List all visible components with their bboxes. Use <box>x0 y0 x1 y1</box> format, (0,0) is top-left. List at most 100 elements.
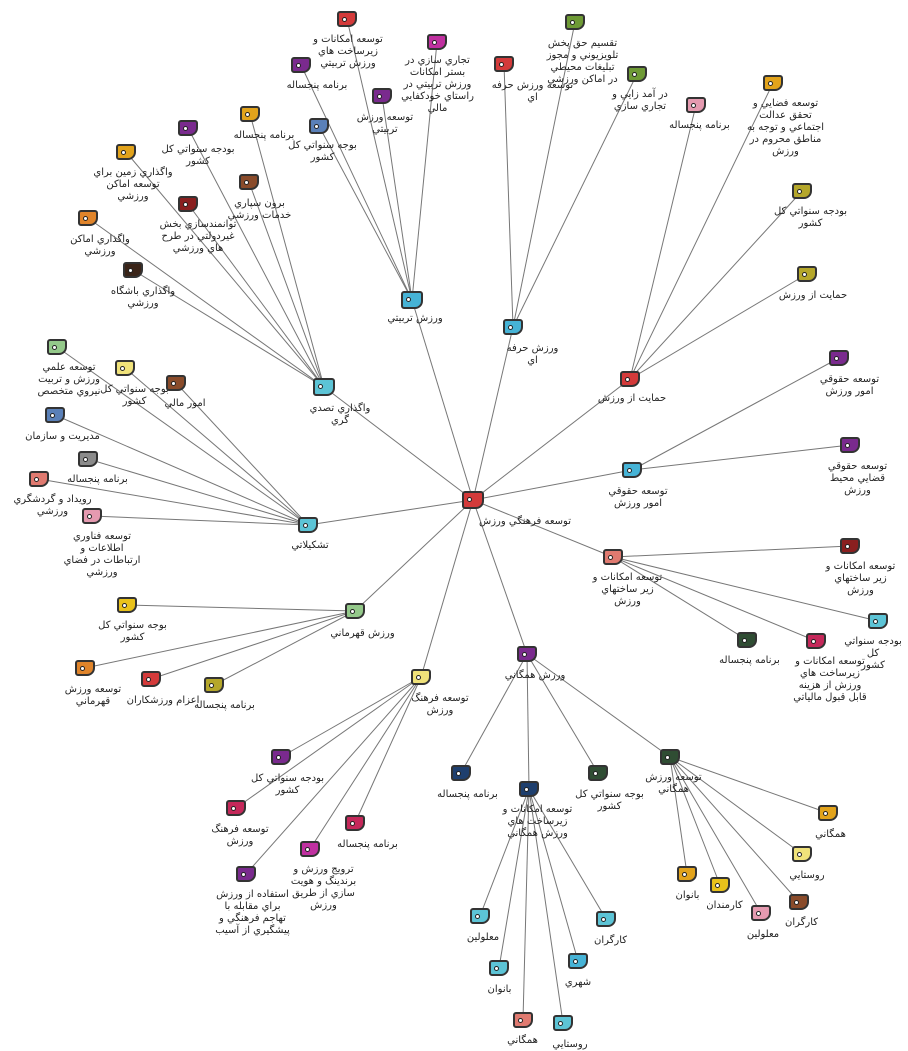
leaf-hm-justice-icon[interactable] <box>763 75 783 91</box>
leaf-tk-5yr-icon[interactable] <box>78 451 98 467</box>
leaf-gh-dev-icon[interactable] <box>75 660 95 676</box>
leaf-fr-5yr-icon[interactable] <box>345 815 365 831</box>
leaf-hg-dev-rural-icon[interactable] <box>792 846 812 862</box>
edge-branch-farhang-to-leaf-fr-branding <box>309 676 422 850</box>
leaf-hg-infra-rural-icon[interactable] <box>553 1015 573 1031</box>
branch-herfei-icon[interactable] <box>503 319 523 335</box>
leaf-fr-culture-icon[interactable] <box>226 800 246 816</box>
leaf-tb-5yr-icon[interactable] <box>291 57 311 73</box>
leaf-hm-budget-icon[interactable] <box>792 183 812 199</box>
branch-tarbiyati-icon[interactable] <box>401 291 423 309</box>
leaf-hg-infra-workers-icon[interactable] <box>596 911 616 927</box>
leaf-hg-infra-disabled-icon[interactable] <box>470 908 490 924</box>
leaf-hg-infra-icon[interactable] <box>519 781 539 797</box>
leaf-hm-5yr-icon[interactable] <box>686 97 706 113</box>
leaf-tb-infra-icon[interactable] <box>337 11 357 27</box>
leaf-vg-5yr-icon[interactable] <box>240 106 260 122</box>
branch-hoghoghi-icon[interactable] <box>622 462 642 478</box>
edge-branch-emkanat-to-leaf-em-budget <box>612 556 879 622</box>
leaf-vg-land-icon[interactable] <box>116 144 136 160</box>
leaf-em-infra-label: توسعه امكانات و زير ساختهاي ورزش <box>825 561 896 596</box>
branch-emkanat-icon[interactable] <box>603 549 623 565</box>
leaf-tb-budget-icon[interactable] <box>309 118 329 134</box>
leaf-hg-dev-employees-icon[interactable] <box>710 877 730 893</box>
leaf-hg-infra-public-icon[interactable] <box>513 1012 533 1028</box>
leaf-vg-private-icon[interactable] <box>178 196 198 212</box>
leaf-hg-infra-urban-icon[interactable] <box>568 953 588 969</box>
leaf-hg-budget-icon[interactable] <box>588 765 608 781</box>
branch-hamegani-label: ورزش همگاني <box>504 670 566 681</box>
branch-farhang-label: توسعه فرهنگ ورزش <box>411 693 469 716</box>
leaf-hg-5yr-icon[interactable] <box>451 765 471 781</box>
edge-branch-farhang-to-leaf-fr-budget <box>280 676 422 758</box>
leaf-hm-support-icon[interactable] <box>797 266 817 282</box>
leaf-tk-management-icon[interactable] <box>45 407 65 423</box>
leaf-hm-5yr-label: برنامه پنجساله <box>669 120 730 131</box>
leaf-fr-branding-icon[interactable] <box>300 841 320 857</box>
leaf-em-budget-label: بودجه سنواتي كل كشور <box>844 636 902 671</box>
branch-hamegani-icon[interactable] <box>517 646 537 662</box>
leaf-em-infra-icon[interactable] <box>840 538 860 554</box>
branch-vagozari-label: واگذاري تصدي گري <box>309 403 371 426</box>
leaf-vg-club-icon[interactable] <box>123 262 143 278</box>
leaf-em-5yr-icon[interactable] <box>737 632 757 648</box>
leaf-gh-athletes-icon[interactable] <box>141 671 161 687</box>
leaf-gh-5yr-icon[interactable] <box>204 677 224 693</box>
leaf-hq-legal-label: توسعه حقوقي امور ورزش <box>819 374 880 397</box>
leaf-hg-dev-workers-icon[interactable] <box>789 894 809 910</box>
leaf-hg-dev-women-icon[interactable] <box>677 866 697 882</box>
leaf-vg-private-label: توانمندسازي بخش غيردولتي در طرح هاي ورزش… <box>159 219 237 254</box>
branch-tashkilati-icon[interactable] <box>298 517 318 533</box>
edge-branch-hemayat-to-leaf-hm-support <box>629 273 808 380</box>
leaf-hg-dev-label: توسعه ورزش همگاني <box>645 772 702 795</box>
leaf-hg-dev-workers-label: كارگران <box>784 917 819 928</box>
leaf-tk-finance-icon[interactable] <box>166 375 186 391</box>
branch-ghahremani-label: ورزش قهرماني <box>330 628 395 639</box>
leaf-hg-5yr-label: برنامه پنجساله <box>437 789 498 800</box>
leaf-hm-support-label: حمايت از ورزش <box>778 290 848 301</box>
leaf-hq-judicial-icon[interactable] <box>840 437 860 453</box>
edge-leaf-hg-dev-to-leaf-hg-dev-women <box>669 756 688 875</box>
edge-leaf-hg-infra-to-leaf-hg-infra-disabled <box>479 788 530 917</box>
edge-branch-tashkilati-to-leaf-tk-management <box>54 414 309 526</box>
leaf-tb-commerce-icon[interactable] <box>427 34 447 50</box>
leaf-tk-ict-icon[interactable] <box>82 508 102 524</box>
leaf-tk-science-icon[interactable] <box>47 339 67 355</box>
leaf-hg-dev-disabled-icon[interactable] <box>751 905 771 921</box>
branch-ghahremani-icon[interactable] <box>345 603 365 619</box>
branch-farhang-icon[interactable] <box>411 669 431 685</box>
leaf-em-tax-icon[interactable] <box>806 633 826 649</box>
leaf-hg-dev-women-label: بانوان <box>675 890 700 901</box>
root-node-icon[interactable] <box>462 491 484 509</box>
leaf-tk-events-icon[interactable] <box>29 471 49 487</box>
edge-branch-tashkilati-to-leaf-tk-events <box>38 478 309 526</box>
leaf-tk-budget-icon[interactable] <box>115 360 135 376</box>
branch-hemayat-icon[interactable] <box>620 371 640 387</box>
edge-branch-tashkilati-to-leaf-tk-5yr <box>87 458 309 526</box>
leaf-vg-places-icon[interactable] <box>78 210 98 226</box>
edge-branch-tarbiyati-to-leaf-tb-infra <box>346 18 413 301</box>
leaf-hg-dev-disabled-label: معلولين <box>746 929 780 940</box>
leaf-hg-infra-workers-label: كارگران <box>593 935 628 946</box>
leaf-tb-dev-icon[interactable] <box>372 88 392 104</box>
leaf-fr-budget-icon[interactable] <box>271 749 291 765</box>
leaf-fr-invasion-icon[interactable] <box>236 866 256 882</box>
edge-leaf-hg-infra-to-leaf-hg-infra-urban <box>528 788 579 962</box>
leaf-hq-legal-icon[interactable] <box>829 350 849 366</box>
leaf-gh-budget-icon[interactable] <box>117 597 137 613</box>
leaf-vg-budget-icon[interactable] <box>178 120 198 136</box>
leaf-tk-science-label: توسعه علمي ورزش و تربيت نيروي متخصص <box>37 362 101 397</box>
edge-branch-ghahremani-to-leaf-gh-dev <box>84 610 356 669</box>
edge-branch-herfei-to-leaf-hf-dev <box>503 63 514 328</box>
leaf-hf-dev-icon[interactable] <box>494 56 514 72</box>
leaf-hf-income-icon[interactable] <box>627 66 647 82</box>
edge-branch-hamegani-to-leaf-hg-budget <box>526 653 599 774</box>
branch-vagozari-icon[interactable] <box>313 378 335 396</box>
leaf-hg-infra-women-icon[interactable] <box>489 960 509 976</box>
leaf-hg-dev-icon[interactable] <box>660 749 680 765</box>
leaf-hg-dev-public-icon[interactable] <box>818 805 838 821</box>
edge-branch-vagozari-to-leaf-vg-budget <box>187 127 325 388</box>
leaf-vg-outsourcing-icon[interactable] <box>239 174 259 190</box>
leaf-em-budget-icon[interactable] <box>868 613 888 629</box>
leaf-hf-tv-icon[interactable] <box>565 14 585 30</box>
